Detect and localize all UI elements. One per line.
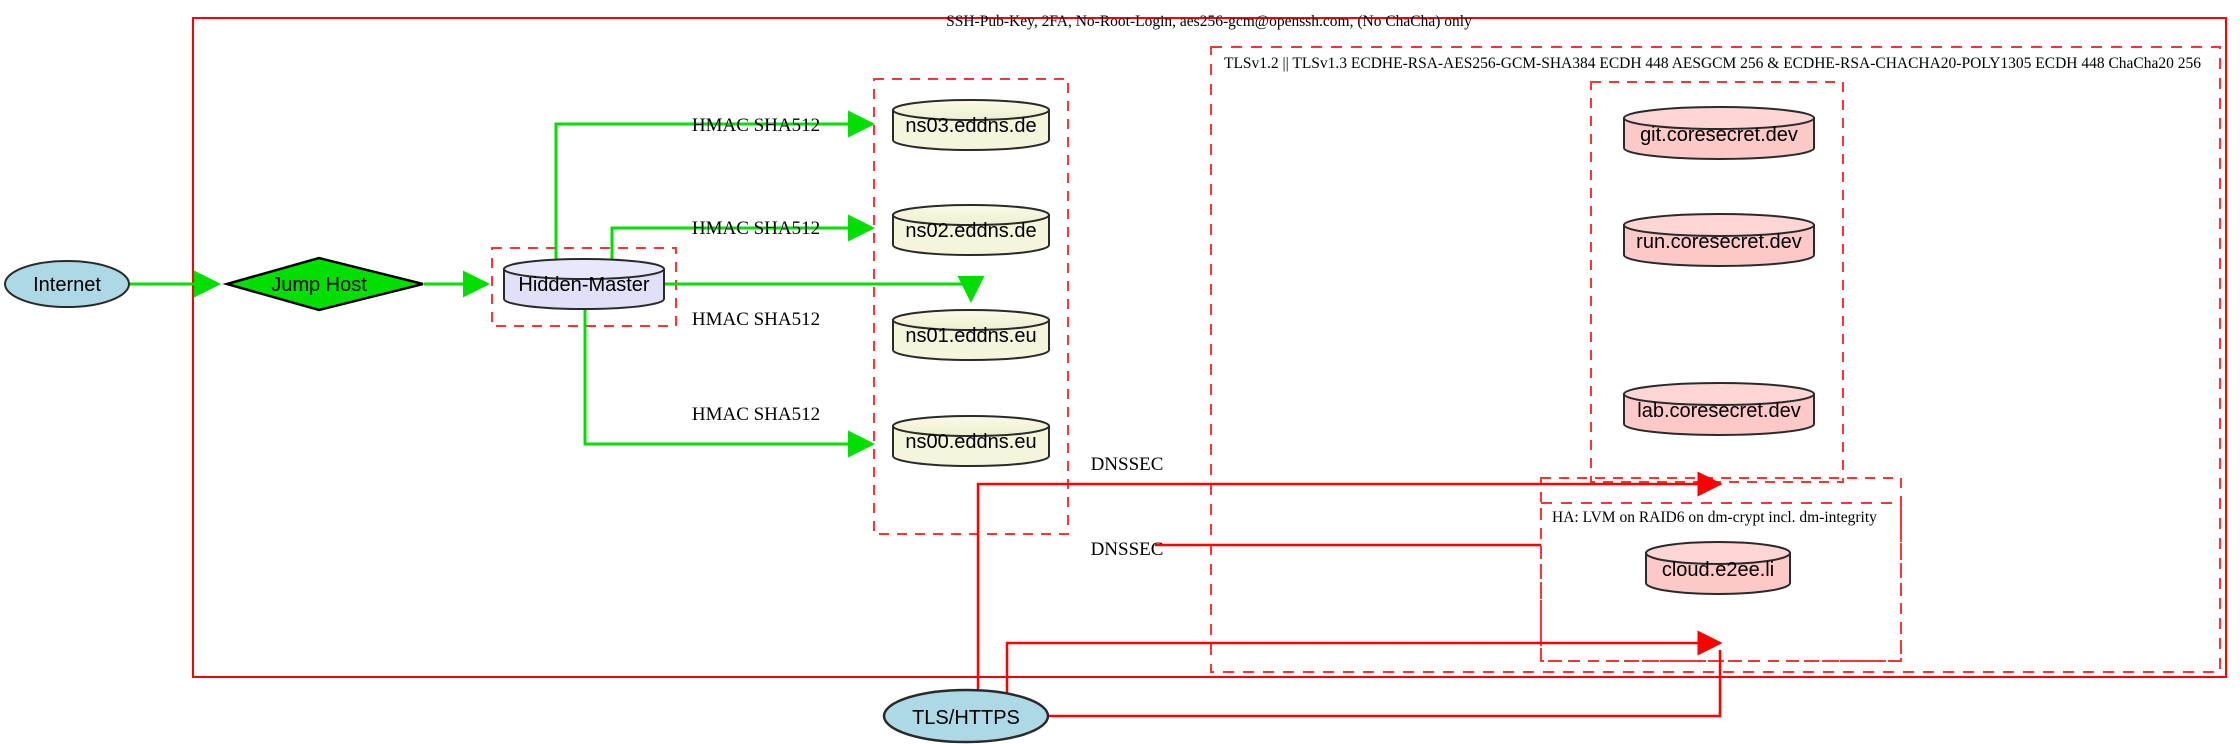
edge-hidden-master-to-ns00 xyxy=(583,306,875,458)
cluster-ssh-label: SSH-Pub-Key, 2FA, No-Root-Login, aes256-… xyxy=(946,13,1472,30)
cluster-ha-box xyxy=(1540,502,1902,662)
node-cloud-e2ee[interactable]: cloud.e2ee.li xyxy=(1645,541,1791,595)
node-internet[interactable]: Internet xyxy=(4,260,130,308)
edge-hidden-master-to-ns01 xyxy=(663,276,985,303)
edge-label-hmac-ns03: HMAC SHA512 xyxy=(692,115,820,136)
node-ns00[interactable]: ns00.eddns.eu xyxy=(892,415,1050,467)
node-git-coresecret[interactable]: git.coresecret.dev xyxy=(1623,106,1815,160)
edge-hidden-master-to-ns02 xyxy=(610,214,875,262)
edge-label-hmac-ns00: HMAC SHA512 xyxy=(692,404,820,425)
node-jump-host-label: Jump Host xyxy=(271,274,367,296)
node-git-coresecret-label: git.coresecret.dev xyxy=(1640,124,1798,146)
edge-label-dnssec-cloud: DNSSEC xyxy=(1091,539,1164,560)
node-internet-label: Internet xyxy=(33,274,101,296)
node-hidden-master[interactable]: Hidden-Master xyxy=(503,258,665,310)
node-ns01[interactable]: ns01.eddns.eu xyxy=(892,309,1050,361)
edge-label-hmac-ns02: HMAC SHA512 xyxy=(692,218,820,239)
cluster-ssh-box xyxy=(192,17,2227,678)
cluster-tls-label: TLSv1.2 || TLSv1.3 ECDHE-RSA-AES256-GCM-… xyxy=(1224,55,2201,72)
node-tls-https-label: TLS/HTTPS xyxy=(912,707,1020,729)
node-ns03[interactable]: ns03.eddns.de xyxy=(892,99,1050,151)
node-run-coresecret[interactable]: run.coresecret.dev xyxy=(1623,213,1815,267)
node-hidden-master-label: Hidden-Master xyxy=(518,274,650,296)
edge-dnssec-to-coresecret xyxy=(976,471,1723,723)
node-lab-coresecret-label: lab.coresecret.dev xyxy=(1637,400,1800,422)
cluster-hidden-master-box xyxy=(491,247,677,327)
node-ns03-label: ns03.eddns.de xyxy=(905,115,1036,137)
node-jump-host[interactable]: Jump Host xyxy=(222,256,424,312)
node-ns00-label: ns00.eddns.eu xyxy=(905,431,1036,453)
cluster-ha-label: HA: LVM on RAID6 on dm-crypt incl. dm-in… xyxy=(1552,509,1877,526)
edge-label-dnssec-coresecret: DNSSEC xyxy=(1091,454,1164,475)
edge-hidden-master-to-ns03 xyxy=(554,110,875,262)
node-cloud-e2ee-label: cloud.e2ee.li xyxy=(1662,559,1774,581)
edge-dnssec-to-cloud xyxy=(1005,630,1723,716)
node-ns01-label: ns01.eddns.eu xyxy=(905,325,1036,347)
cluster-tls-box xyxy=(1210,46,2221,673)
node-tls-https[interactable]: TLS/HTTPS xyxy=(882,688,1050,744)
node-lab-coresecret[interactable]: lab.coresecret.dev xyxy=(1623,382,1815,436)
node-ns02-label: ns02.eddns.de xyxy=(905,220,1036,242)
node-run-coresecret-label: run.coresecret.dev xyxy=(1636,231,1802,253)
node-ns02[interactable]: ns02.eddns.de xyxy=(892,204,1050,256)
edge-tls-https-right-link xyxy=(1047,650,1722,718)
edge-label-hmac-ns01: HMAC SHA512 xyxy=(692,309,820,330)
cluster-nameserver-box xyxy=(873,78,1069,535)
